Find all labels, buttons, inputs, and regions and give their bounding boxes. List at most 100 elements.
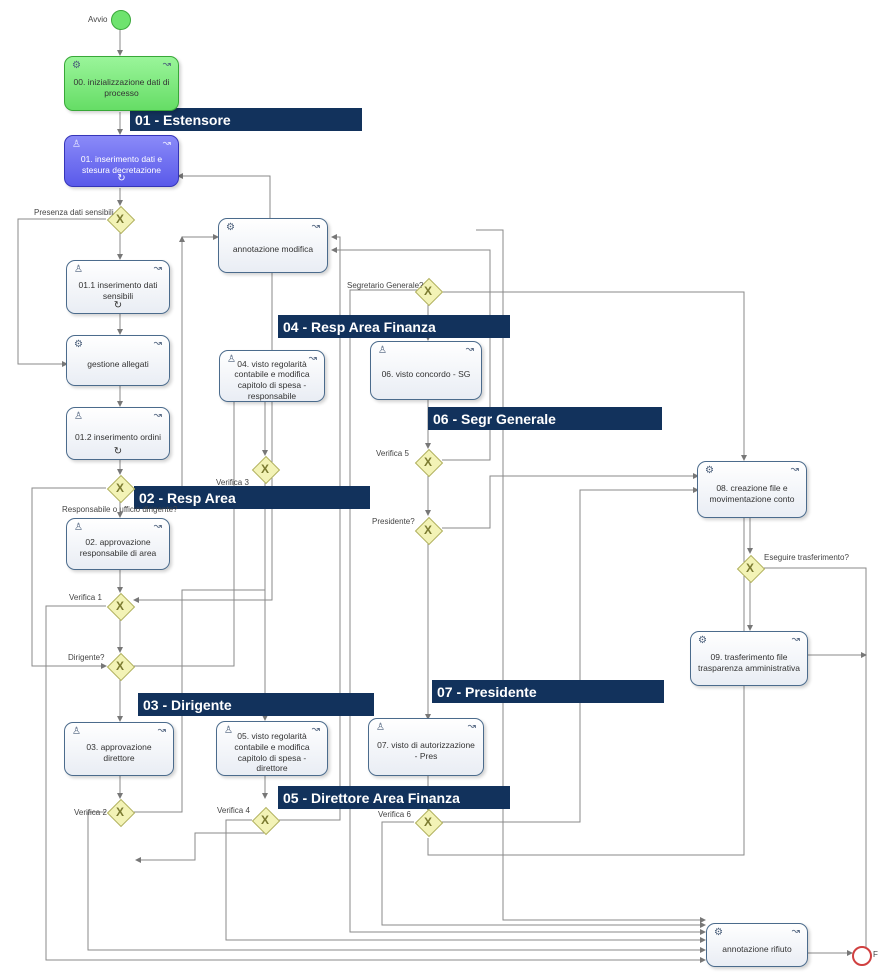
task-label: 09. trasferimento file trasparenza ammin… xyxy=(697,651,801,673)
task-02-approvazione-resp-area[interactable]: ♙ ↝ 02. approvazione responsabile di are… xyxy=(66,518,170,570)
lane-banner-dirigente: 03 - Dirigente xyxy=(138,693,374,716)
user-icon: ♙ xyxy=(378,345,387,356)
loop-icon: ↻ xyxy=(117,173,126,184)
exclusive-gateway-icon: X xyxy=(260,462,269,476)
user-icon: ♙ xyxy=(74,411,83,422)
lane-banner-resp-area: 02 - Resp Area xyxy=(134,486,370,509)
task-annotazione-modifica[interactable]: ⚙ ↝ annotazione modifica xyxy=(218,218,328,273)
exclusive-gateway-icon: X xyxy=(423,284,432,298)
exclusive-gateway-icon: X xyxy=(423,815,432,829)
gateway-label-dati-sensibili: Presenza dati sensibili xyxy=(34,208,114,217)
gateway-label-verifica-5: Verifica 5 xyxy=(376,449,409,458)
task-label: annotazione rifiuto xyxy=(722,943,792,954)
lane-banner-resp-area-finanza: 04 - Resp Area Finanza xyxy=(278,315,510,338)
task-annotazione-rifiuto[interactable]: ⚙ ↝ annotazione rifiuto xyxy=(706,923,808,967)
task-label: 00. inizializzazione dati di processo xyxy=(73,76,170,98)
gateway-label-segretario: Segretario Generale? xyxy=(347,281,424,290)
gateway-label-responsabile: Responsabile o ufficio dirigente? xyxy=(62,505,178,514)
lane-banner-direttore-area-finanza: 05 - Direttore Area Finanza xyxy=(278,786,510,809)
task-label: 08. creazione file e movimentazione cont… xyxy=(709,482,795,504)
start-event-label: Avvio xyxy=(88,15,108,24)
exclusive-gateway-icon: X xyxy=(423,455,432,469)
flag-icon: ↝ xyxy=(465,344,474,355)
end-event-label: F xyxy=(873,950,878,959)
exclusive-gateway-icon: X xyxy=(745,561,754,575)
loop-icon: ↻ xyxy=(113,446,123,457)
user-icon: ♙ xyxy=(224,725,233,736)
gear-icon: ⚙ xyxy=(714,927,723,938)
user-icon: ♙ xyxy=(376,722,385,733)
flag-icon: ↝ xyxy=(162,59,171,70)
task-label: 06. visto concordo - SG xyxy=(381,369,471,380)
end-event[interactable] xyxy=(852,946,872,966)
gear-icon: ⚙ xyxy=(705,465,714,476)
task-09-trasferimento-file[interactable]: ⚙ ↝ 09. trasferimento file trasparenza a… xyxy=(690,631,808,686)
gateway-label-verifica-3: Verifica 3 xyxy=(216,478,249,487)
exclusive-gateway-icon: X xyxy=(115,481,124,495)
task-01-inserimento-dati[interactable]: ♙ ↝ 01. inserimento dati e stesura decre… xyxy=(64,135,179,187)
start-event[interactable] xyxy=(111,10,131,30)
task-03-approvazione-direttore[interactable]: ♙ ↝ 03. approvazione direttore xyxy=(64,722,174,776)
flag-icon: ↝ xyxy=(791,634,800,645)
flag-icon: ↝ xyxy=(153,410,162,421)
flag-icon: ↝ xyxy=(162,138,171,149)
user-icon: ♙ xyxy=(72,726,81,737)
user-icon: ♙ xyxy=(227,354,236,365)
lane-banner-segr-generale: 06 - Segr Generale xyxy=(428,407,662,430)
gateway-label-verifica-4: Verifica 4 xyxy=(217,806,250,815)
flag-icon: ↝ xyxy=(467,721,476,732)
flag-icon: ↝ xyxy=(311,221,320,232)
task-label: 02. approvazione responsabile di area xyxy=(79,537,157,558)
task-label: 01.2 inserimento ordini xyxy=(75,432,161,443)
lane-banner-presidente: 07 - Presidente xyxy=(432,680,664,703)
task-label: 07. visto di autorizzazione - Pres xyxy=(377,740,475,761)
gateway-label-verifica-2: Verifica 2 xyxy=(74,808,107,817)
flag-icon: ↝ xyxy=(153,263,162,274)
task-label: 01.1 inserimento dati sensibili xyxy=(78,280,158,301)
flag-icon: ↝ xyxy=(153,521,162,532)
flag-icon: ↝ xyxy=(791,926,800,937)
gateway-label-verifica-1: Verifica 1 xyxy=(69,593,102,602)
exclusive-gateway-icon: X xyxy=(115,659,124,673)
task-04-visto-regolarita-responsabile[interactable]: ♙ ↝ 04. visto regolarità contabile e mod… xyxy=(219,350,325,402)
task-label: 03. approvazione direttore xyxy=(86,742,152,763)
task-00-inizializzazione[interactable]: ⚙ ↝ 00. inizializzazione dati di process… xyxy=(64,56,179,111)
task-label: gestione allegati xyxy=(87,359,149,370)
gear-icon: ⚙ xyxy=(72,60,81,71)
task-08-creazione-file[interactable]: ⚙ ↝ 08. creazione file e movimentazione … xyxy=(697,461,807,518)
gateway-label-trasferimento: Eseguire trasferimento? xyxy=(764,553,849,562)
task-label: 04. visto regolarità contabile e modific… xyxy=(234,358,310,401)
gear-icon: ⚙ xyxy=(226,222,235,233)
gateway-label-presidente: Presidente? xyxy=(372,517,415,526)
task-01-2-inserimento-ordini[interactable]: ♙ ↝ 01.2 inserimento ordini ↻ xyxy=(66,407,170,460)
task-gestione-allegati[interactable]: ⚙ ↝ gestione allegati xyxy=(66,335,170,386)
task-01-1-dati-sensibili[interactable]: ♙ ↝ 01.1 inserimento dati sensibili ↻ xyxy=(66,260,170,314)
lane-banner-estensore: 01 - Estensore xyxy=(130,108,362,131)
flag-icon: ↝ xyxy=(157,725,166,736)
gateway-label-dirigente: Dirigente? xyxy=(68,653,105,662)
flag-icon: ↝ xyxy=(311,724,320,735)
user-icon: ♙ xyxy=(74,264,83,275)
task-07-visto-autorizzazione-pres[interactable]: ♙ ↝ 07. visto di autorizzazione - Pres xyxy=(368,718,484,776)
task-06-visto-concordo-sg[interactable]: ♙ ↝ 06. visto concordo - SG xyxy=(370,341,482,400)
loop-icon: ↻ xyxy=(113,300,123,311)
gear-icon: ⚙ xyxy=(74,339,83,350)
flag-icon: ↝ xyxy=(790,464,799,475)
exclusive-gateway-icon: X xyxy=(115,212,124,226)
exclusive-gateway-icon: X xyxy=(260,813,269,827)
task-label: 01. inserimento dati e stesura decretazi… xyxy=(80,154,163,175)
gateway-label-verifica-6: Verifica 6 xyxy=(378,810,411,819)
task-label: 05. visto regolarità contabile e modific… xyxy=(234,731,310,774)
user-icon: ♙ xyxy=(72,139,81,150)
exclusive-gateway-icon: X xyxy=(423,523,432,537)
exclusive-gateway-icon: X xyxy=(115,805,124,819)
user-icon: ♙ xyxy=(74,522,83,533)
task-label: annotazione modifica xyxy=(232,244,314,255)
exclusive-gateway-icon: X xyxy=(115,599,124,613)
gear-icon: ⚙ xyxy=(698,635,707,646)
task-05-visto-regolarita-direttore[interactable]: ♙ ↝ 05. visto regolarità contabile e mod… xyxy=(216,721,328,776)
flag-icon: ↝ xyxy=(153,338,162,349)
flag-icon: ↝ xyxy=(308,353,317,364)
